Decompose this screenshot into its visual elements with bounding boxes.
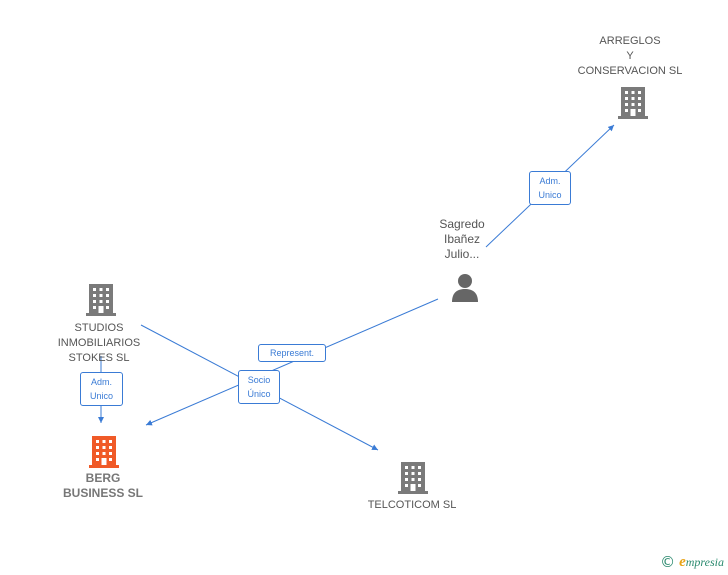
building-icon[interactable] — [397, 460, 429, 499]
node-label-line: BERG — [85, 471, 121, 485]
node-label-line: BUSINESS SL — [62, 486, 143, 500]
brand-name-initial: e — [679, 553, 686, 570]
node-label-arreglos[interactable]: ARREGLOS Y CONSERVACION SL — [560, 34, 700, 79]
edge-label-line: Socio — [247, 375, 271, 385]
edge-label-adm-unico[interactable]: Adm. Unico — [529, 171, 571, 205]
node-label-line: Y — [626, 50, 634, 62]
edge-label-line: Único — [247, 389, 271, 399]
brand-name-rest: mpresia — [685, 554, 724, 569]
node-label-telcoticom[interactable]: TELCOTICOM SL — [352, 498, 472, 513]
node-label-sagredo[interactable]: Sagredo Ibañez Julio... — [422, 217, 502, 262]
node-label-line: INMOBILIARIOS — [57, 337, 141, 349]
building-icon[interactable] — [85, 282, 117, 321]
building-icon[interactable] — [617, 85, 649, 124]
node-label-line: TELCOTICOM SL — [367, 499, 457, 511]
edge-label-line: Represent. — [269, 348, 315, 358]
node-label-berg[interactable]: BERG BUSINESS SL — [44, 471, 162, 501]
node-label-line: Julio... — [444, 247, 480, 261]
node-label-line: CONSERVACION SL — [577, 65, 683, 77]
copyright-icon: © — [660, 553, 676, 571]
node-label-line: Ibañez — [443, 232, 481, 246]
node-label-studios[interactable]: STUDIOS INMOBILIARIOS STOKES SL — [44, 321, 154, 366]
edge-label-socio-unico[interactable]: Socio Único — [238, 370, 280, 404]
brand-name: empresia — [679, 554, 724, 571]
edge-label-line: Unico — [89, 391, 113, 401]
edge-label-line: Unico — [538, 190, 562, 200]
edge-label-line: Adm. — [539, 176, 561, 186]
edge-sagredo-berg — [145, 298, 439, 426]
brand-watermark: © empresia — [660, 553, 724, 571]
node-label-line: ARREGLOS — [599, 35, 661, 47]
node-label-line: STUDIOS — [74, 322, 124, 334]
edge-label-adm-unico[interactable]: Adm. Unico — [80, 372, 123, 406]
person-icon[interactable] — [450, 272, 480, 307]
node-label-line: Sagredo — [439, 217, 485, 231]
edge-label-line: Adm. — [90, 377, 112, 387]
building-icon[interactable] — [88, 434, 120, 473]
node-label-line: STOKES SL — [68, 352, 130, 364]
edge-label-represent[interactable]: Represent. — [258, 344, 326, 362]
